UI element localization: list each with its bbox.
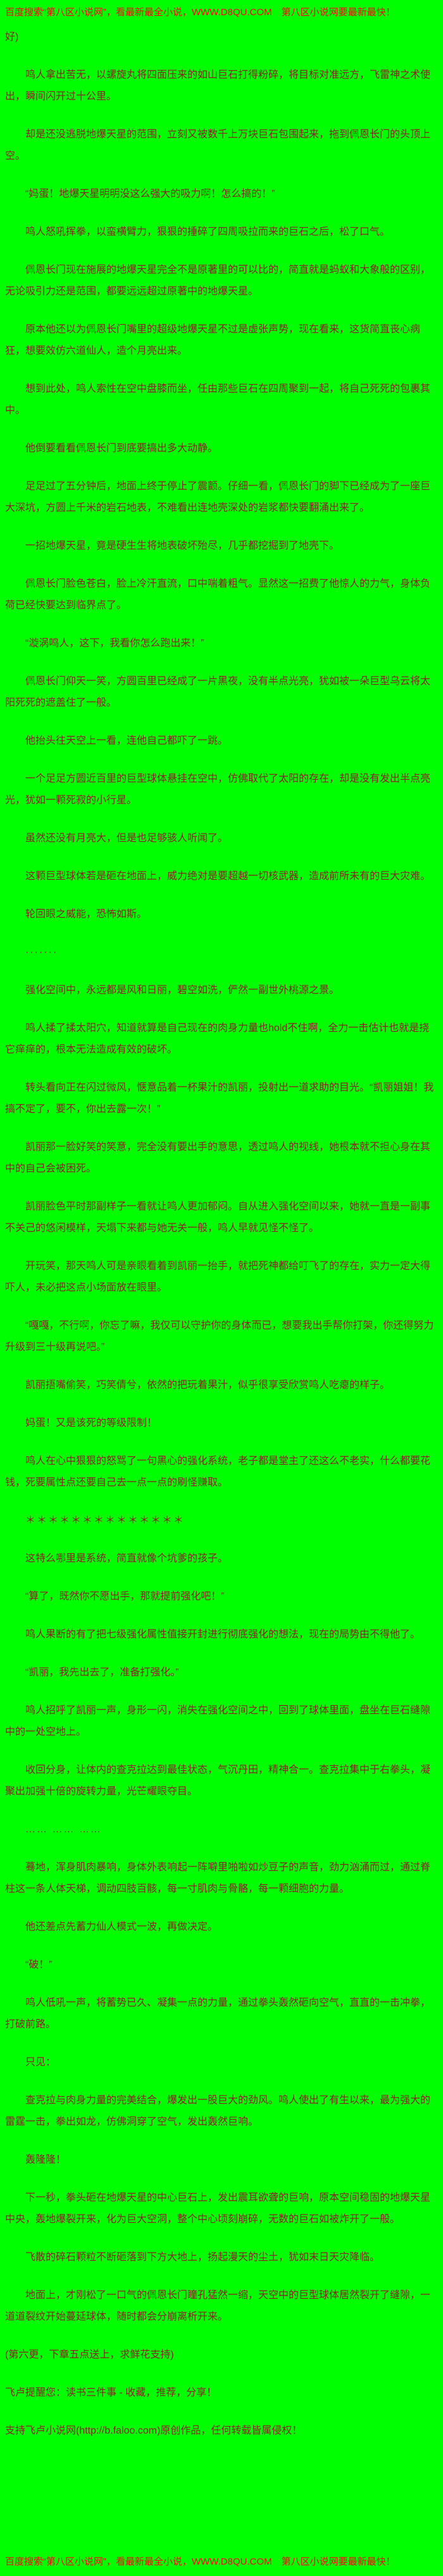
novel-paragraph: 他抬头往天空上一看，连他自己都吓了一跳。	[25, 735, 228, 746]
novel-paragraph: 佩恩长门现在施展的地爆天星完全不是原著里的可以比的，简直就是蚂蚁和大象般的区别，…	[5, 265, 431, 297]
novel-paragraph: 想到此处，鸣人索性在空中盘膝而坐，任由那些巨石在四周聚到一起，将自己死死的包裹其…	[5, 384, 431, 416]
novel-paragraph: 好)	[5, 32, 19, 42]
novel-paragraph: 蓦地，浑身肌肉暴响，身体外表响起一阵噼里啪啦如炒豆子的声音，劲力汹涌而过，通过脊…	[5, 1862, 431, 1894]
novel-paragraph: “算了，既然你不愿出手，那就提前强化吧！”	[25, 1591, 225, 1602]
novel-paragraph: 他还差点先蓄力仙人模式一波，再做决定。	[25, 1922, 218, 1932]
novel-paragraph: 鸣人果断的有了把七级强化属性值接开封进行彻底强化的想法，现在的局势由不得他了。	[25, 1629, 421, 1640]
novel-paragraph: 他倒要看看佩恩长门到底要搞出多大动静。	[25, 443, 218, 454]
novel-paragraph: “妈蛋！地爆天星明明没这么强大的吸力啊！怎么搞的！”	[25, 189, 275, 199]
novel-paragraph: ＊＊＊＊＊＊＊＊＊＊＊＊＊＊	[25, 1515, 185, 1526]
novel-paragraph: 鸣人揉了揉太阳穴，知道就算是自己现在的肉身力量也hold不住啊，全力一击估计也就…	[5, 1023, 430, 1055]
novel-paragraph: 这特么哪里是系统，简直就像个坑爹的孩子。	[25, 1553, 228, 1564]
novel-paragraph: 飞散的碎石颗粒不断砸落到下方大地上，扬起漫天的尘土，犹如末日天灾降临。	[25, 2252, 380, 2263]
novel-paragraph: 凯丽脸色平时那副样子一看就让鸣人更加郁闷。自从进入强化空间以来，她就一直是一副事…	[5, 1201, 431, 1234]
novel-paragraph: 鸣人低吼一声，将蓄势已久、凝集一点的力量，通过拳头轰然砸向空气，直直的一击冲拳，…	[5, 1998, 431, 2030]
novel-paragraph: 强化空间中，永远都是风和日丽，碧空如洗，俨然一副世外桃源之景。	[25, 985, 340, 996]
novel-paragraph: 一招地爆天星，竟是硬生生将地表破坏殆尽，几乎都挖掘到了地壳下。	[25, 541, 340, 551]
novel-paragraph: 地面上，才刚松了一口气的佩恩长门瞳孔猛然一缩，天空中的巨型球体居然裂开了缝隙，一…	[5, 2290, 431, 2322]
novel-paragraph: 飞卢提醒您：读书三件事 - 收藏，推荐，分享！	[5, 2387, 217, 2398]
novel-paragraph: 却是还没逃脱地爆天星的范围，立刻又被数千上万块巨石包围起来，拖到佩恩长门的头顶上…	[5, 129, 431, 161]
novel-paragraph: 妈蛋！又是该死的等级限制！	[25, 1418, 158, 1429]
novel-paragraph: 转头看向正在闪过微风，惬意品着一杯果汁的凯丽，投射出一道求助的目光。“凯丽姐姐！…	[5, 1082, 434, 1115]
novel-paragraph: “破！”	[25, 1960, 53, 1970]
novel-paragraph: 佩恩长门仰天一笑，方圆百里已经成了一片黑夜，没有半点光亮，犹如被一朵巨型乌云将太…	[5, 676, 431, 708]
novel-paragraph: 原本他还以为佩恩长门嘴里的超级地爆天星不过是虚张声势，现在看来，这货简直丧心病狂…	[5, 324, 421, 356]
novel-paragraph: 这颗巨型球体若是砸在地面上，威力绝对是要超越一切核武器，造成前所未有的巨大灾难。	[25, 871, 431, 882]
header-promo-link[interactable]: 百度搜索“第八区小说网”，看最新最全小说，WWW.D8QU.COM 第八区小说网…	[5, 7, 396, 18]
novel-paragraph: “凯丽，我先出去了，准备打强化。”	[25, 1667, 179, 1678]
novel-paragraph: 下一秒，拳头砸在地爆天星的中心巨石上，发出震耳欲聋的巨响，原本空间稳固的地爆天星…	[5, 2192, 431, 2225]
novel-paragraph: 一个足足方圆近百里的巨型球体悬挂在空中，仿佛取代了太阳的存在，却是没有发出半点亮…	[5, 773, 431, 806]
novel-paragraph: 鸣人招呼了凯丽一声，身形一闪，消失在强化空间之中，回到了球体里面，盘坐在巨石缝隙…	[5, 1705, 431, 1737]
novel-paragraph: 开玩笑，那天鸣人可是亲眼看着到凯丽一抬手，就把死神都给叮飞了的存在，实力一定大得…	[5, 1261, 431, 1293]
novel-paragraph: “漩涡鸣人，这下，我看你怎么跑出来！”	[25, 638, 204, 649]
novel-paragraph: 佩恩长门脸色苍白，脸上冷汗直流，口中喘着粗气。显然这一招费了他惊人的力气，身体负…	[5, 578, 431, 611]
novel-paragraph: 轰隆隆！	[25, 2154, 66, 2165]
novel-paragraph: “嘎嘎，不行啊，你忘了嘛，我仅可以守护你的身体而已，想要我出手帮你打架，你还得努…	[5, 1320, 434, 1353]
novel-paragraph: 凯丽那一脸好笑的笑意，完全没有要出手的意思，透过鸣人的视线，她根本就不担心身在其…	[5, 1142, 431, 1174]
novel-paragraph: (第六更，下章五点送上，求鲜花支持)	[5, 2349, 174, 2360]
novel-paragraph: 收回分身，让体内的查克拉达到最佳状态，气沉丹田，精神合一。查克拉集中于右拳头，凝…	[5, 1765, 431, 1797]
novel-paragraph: ·······	[25, 947, 58, 958]
novel-paragraph: 虽然还没有月亮大，但是也足够骇人听闻了。	[25, 833, 228, 844]
chapter-content: 好) 鸣人拿出苦无，以螺旋丸将四面压来的如山巨石打得粉碎，将目标对准远方，飞雷神之…	[5, 20, 438, 2458]
novel-paragraph: …… …… ……	[25, 1824, 102, 1835]
novel-paragraph: 鸣人拿出苦无，以螺旋丸将四面压来的如山巨石打得粉碎，将目标对准远方，飞雷神之术使…	[5, 70, 431, 102]
footer-promo-link[interactable]: 百度搜索“第八区小说网”，看最新最全小说，WWW.D8QU.COM 第八区小说网…	[5, 2556, 396, 2567]
novel-paragraph: 轮回眼之威能，恐怖如斯。	[25, 909, 147, 920]
novel-paragraph: 只见：	[25, 2057, 56, 2068]
novel-paragraph[interactable]: 支持飞卢小说网(http://b.faloo.com)原创作品，任何转载皆属侵权…	[5, 2425, 303, 2436]
novel-paragraph: 查克拉与肉身力量的完美结合，爆发出一股巨大的劲风。鸣人使出了有生以来，最为强大的…	[5, 2095, 431, 2127]
novel-paragraph: 足足过了五分钟后，地面上终于停止了震颤。仔细一看，佩恩长门的脚下已经成为了一座巨…	[5, 481, 431, 513]
novel-paragraph: 凯丽捂嘴偷笑，巧笑倩兮，依然的把玩着果汁，似乎很享受欣赏鸣人吃瘪的样子。	[25, 1380, 390, 1391]
novel-paragraph: 鸣人在心中狠狠的怒骂了一句黑心的强化系统，老子都是堂主了还这么不老实，什么都要花…	[5, 1456, 431, 1488]
novel-paragraph: 鸣人怒吼挥拳，以蛮横臂力，狠狠的捶碎了四周吸拉而来的巨石之后，松了口气。	[25, 227, 390, 237]
